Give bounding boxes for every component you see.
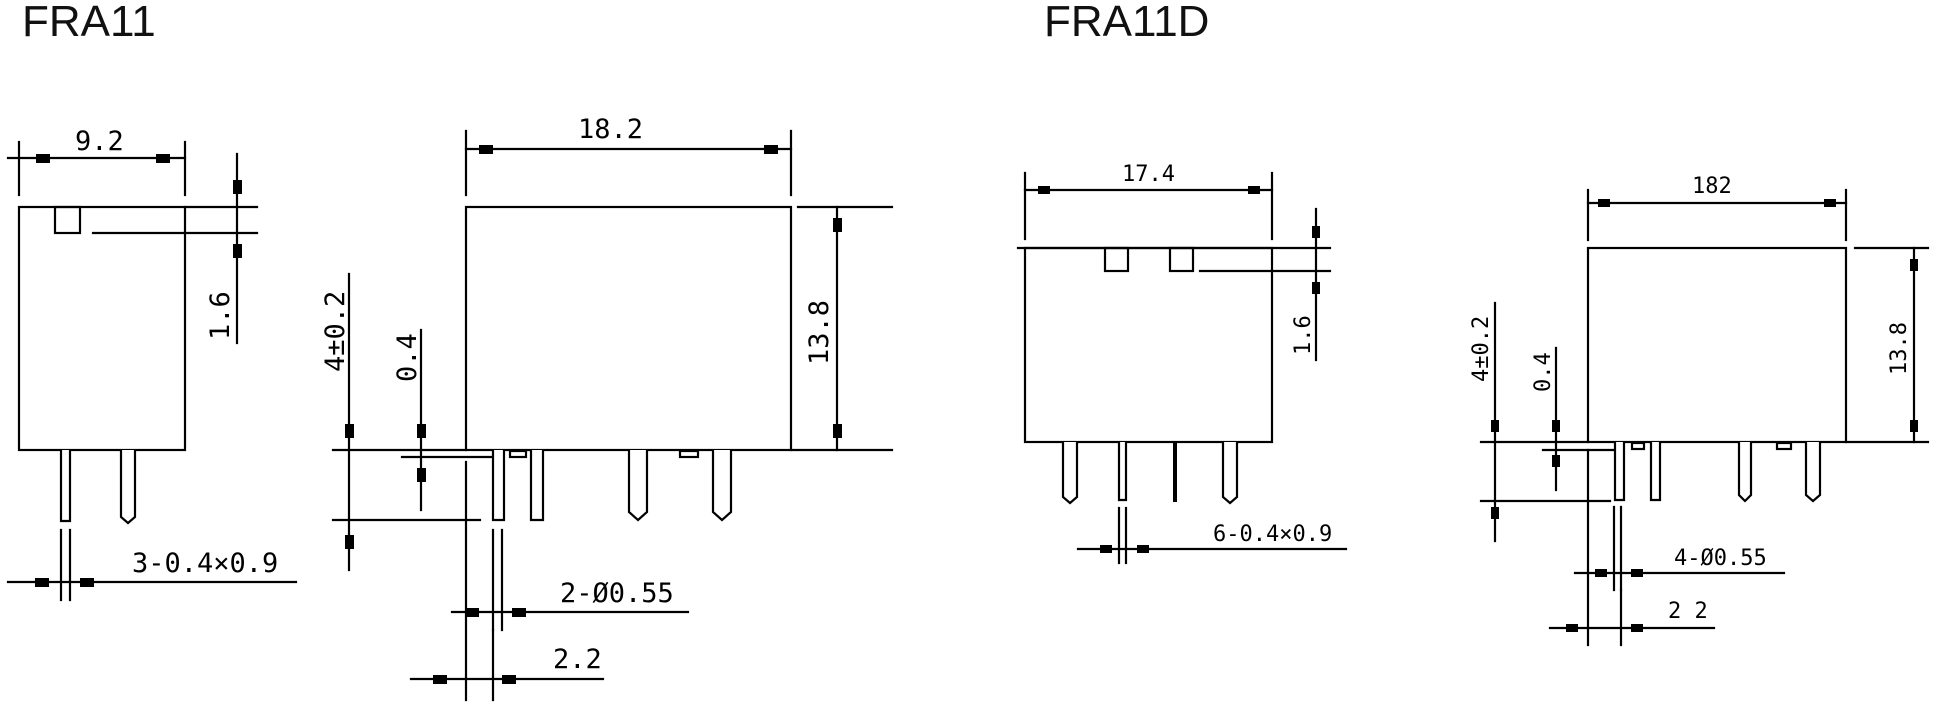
fra11-front-pin (627, 450, 649, 522)
fra11-front-pin (529, 450, 545, 522)
fra11d-side-notch (1168, 246, 1195, 273)
fra11-side-view: 9.2 1.6 3-0.4×0.9 (6, 126, 298, 602)
fra11d-front-pin (1613, 442, 1626, 502)
fra11-front-standoff (678, 449, 700, 459)
fra11d-side-pin (1061, 442, 1079, 505)
fra11-front-pin (491, 450, 506, 522)
fra11d-hole-label: 4-Ø0.55 (1674, 546, 1767, 571)
fra11d-width-label: 17.4 (1122, 162, 1175, 187)
fra11d-side-view: 17.4 1.6 6-0.4×0.9 (1016, 162, 1348, 565)
fra11-side-body (17, 205, 187, 452)
fra11-offset-label: 1.6 (205, 291, 236, 340)
fra11-title: FRA11 (22, 0, 156, 46)
fra11d-front-pin (1804, 442, 1822, 503)
fra11d-pitch-label: 2 2 (1668, 599, 1708, 624)
fra11-front-standoff (508, 449, 528, 459)
fra11d-side-pin (1117, 442, 1128, 502)
fra11d-front-standoff (1630, 441, 1646, 451)
fra11-front-body (464, 205, 793, 452)
fra11-pitch-label: 2.2 (553, 644, 602, 675)
fra11d-standoff-label: 0.4 (1531, 352, 1556, 392)
fra11-side-pin (119, 450, 137, 525)
fra11d-front-body (1586, 246, 1848, 444)
fra11-standoff-label: 0.4 (392, 333, 423, 382)
fra11-pin-length-label: 4±0.2 (320, 291, 351, 372)
fra11d-front-standoff (1775, 441, 1793, 451)
fra11d-pin-length-label: 4±0.2 (1469, 316, 1494, 382)
fra11-front-pin (711, 450, 733, 522)
fra11d-front-width-label: 182 (1692, 174, 1732, 199)
fra11d-side-notch (1103, 246, 1130, 273)
fra11d-offset-label: 1.6 (1291, 315, 1316, 355)
fra11d-title: FRA11D (1044, 0, 1209, 46)
fra11-terminal-label: 3-0.4×0.9 (132, 548, 278, 579)
fra11d-side-pin (1221, 442, 1239, 505)
fra11d-terminal-label: 6-0.4×0.9 (1213, 522, 1332, 547)
fra11-side-notch (53, 205, 82, 235)
fra11-hole-label: 2-Ø0.55 (560, 578, 674, 609)
fra11-front-view: 18.2 13.8 4±0.2 0.4 2-Ø0.55 2.2 (320, 114, 894, 702)
fra11d-height-label: 13.8 (1887, 322, 1912, 375)
fra11-side-pin (59, 450, 72, 523)
fra11-width-label: 9.2 (75, 126, 124, 157)
fra11d-side-body (1023, 246, 1274, 444)
fra11-front-width-label: 18.2 (578, 114, 643, 145)
fra11d-front-view: 182 13.8 4±0.2 0.4 4-Ø0.55 2 2 (1469, 174, 1930, 647)
fra11d-front-pin (1649, 442, 1662, 502)
fra11-height-label: 13.8 (804, 300, 835, 365)
fra11d-front-pin (1737, 442, 1753, 503)
